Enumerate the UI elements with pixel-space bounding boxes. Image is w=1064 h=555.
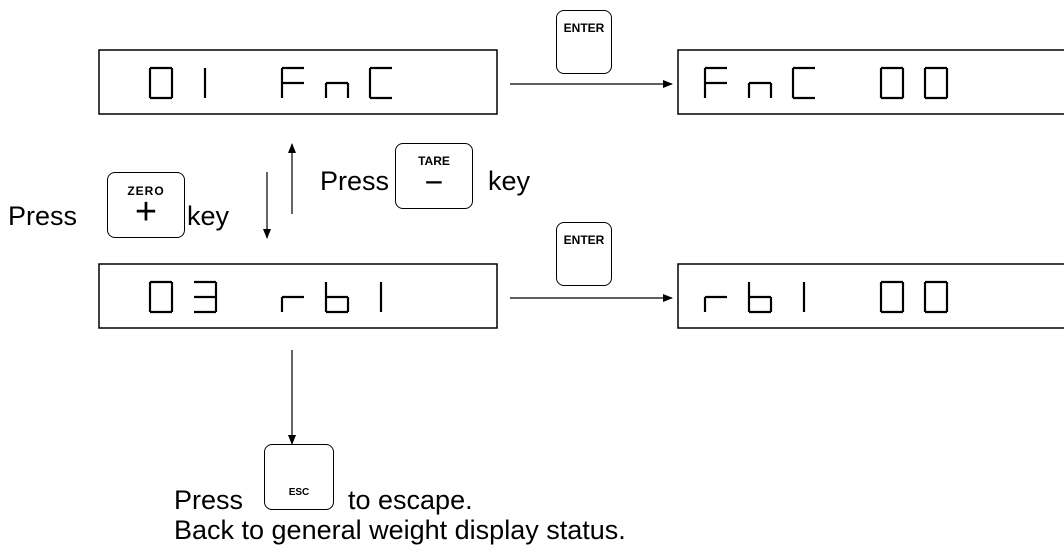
esc-key[interactable]: ESC bbox=[264, 444, 334, 510]
enter-key-top[interactable]: ENTER bbox=[556, 10, 612, 74]
press-tare-key-label: key bbox=[488, 166, 531, 196]
segment-text-01-fnc bbox=[148, 66, 392, 100]
enter-key-bottom[interactable]: ENTER bbox=[556, 222, 612, 286]
zero-key-label: ZERO bbox=[127, 184, 165, 198]
segment-text-fnc-00 bbox=[703, 66, 949, 100]
press-tare-label: Press bbox=[320, 166, 390, 196]
esc-key-label: ESC bbox=[288, 487, 310, 498]
segment-text-03-rb1 bbox=[148, 280, 383, 314]
press-zero-label: Press bbox=[8, 201, 78, 231]
tare-key-label: TARE bbox=[418, 154, 450, 168]
escape-label: to escape. bbox=[348, 485, 473, 515]
zero-key[interactable]: ZERO + bbox=[107, 172, 185, 238]
press-zero-key-label: key bbox=[187, 201, 230, 231]
display-fnc-00 bbox=[677, 49, 1064, 115]
minus-icon: − bbox=[424, 164, 444, 200]
press-esc-label: Press bbox=[174, 485, 244, 515]
segment-text-rb1-00 bbox=[703, 280, 949, 314]
enter-key-label: ENTER bbox=[563, 233, 605, 247]
enter-key-label: ENTER bbox=[563, 21, 605, 35]
plus-icon: + bbox=[134, 191, 158, 233]
back-status-label: Back to general weight display status. bbox=[174, 515, 626, 545]
tare-key[interactable]: TARE − bbox=[395, 143, 473, 209]
display-rb1-00 bbox=[677, 263, 1064, 329]
